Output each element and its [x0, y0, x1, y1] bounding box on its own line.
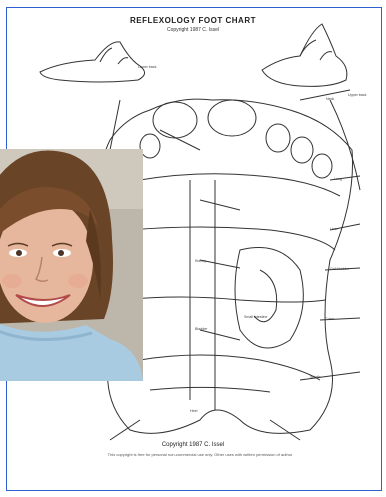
svg-text:Neck: Neck: [326, 97, 334, 101]
svg-text:Kidney: Kidney: [195, 259, 206, 263]
svg-text:Lung: Lung: [334, 177, 342, 181]
svg-text:Colon: Colon: [325, 317, 334, 321]
chart-copyright: Copyright 1987 C. Issel: [0, 442, 386, 448]
left-side-foot: [40, 42, 145, 82]
svg-text:Heel: Heel: [190, 409, 198, 413]
svg-text:Gall bladder: Gall bladder: [330, 267, 350, 271]
svg-text:Small intestine: Small intestine: [244, 315, 267, 319]
svg-text:Lower back: Lower back: [138, 65, 157, 69]
svg-text:Upper back: Upper back: [348, 93, 367, 97]
chart-usage-note: This copyright is free for personal non-…: [40, 452, 360, 457]
svg-text:Sciatic: Sciatic: [310, 375, 321, 379]
svg-text:Liver: Liver: [330, 227, 339, 231]
portrait-illustration: [0, 149, 143, 381]
right-side-foot: [262, 24, 347, 86]
svg-text:Bladder: Bladder: [195, 327, 208, 331]
portrait-photo: [0, 149, 143, 381]
